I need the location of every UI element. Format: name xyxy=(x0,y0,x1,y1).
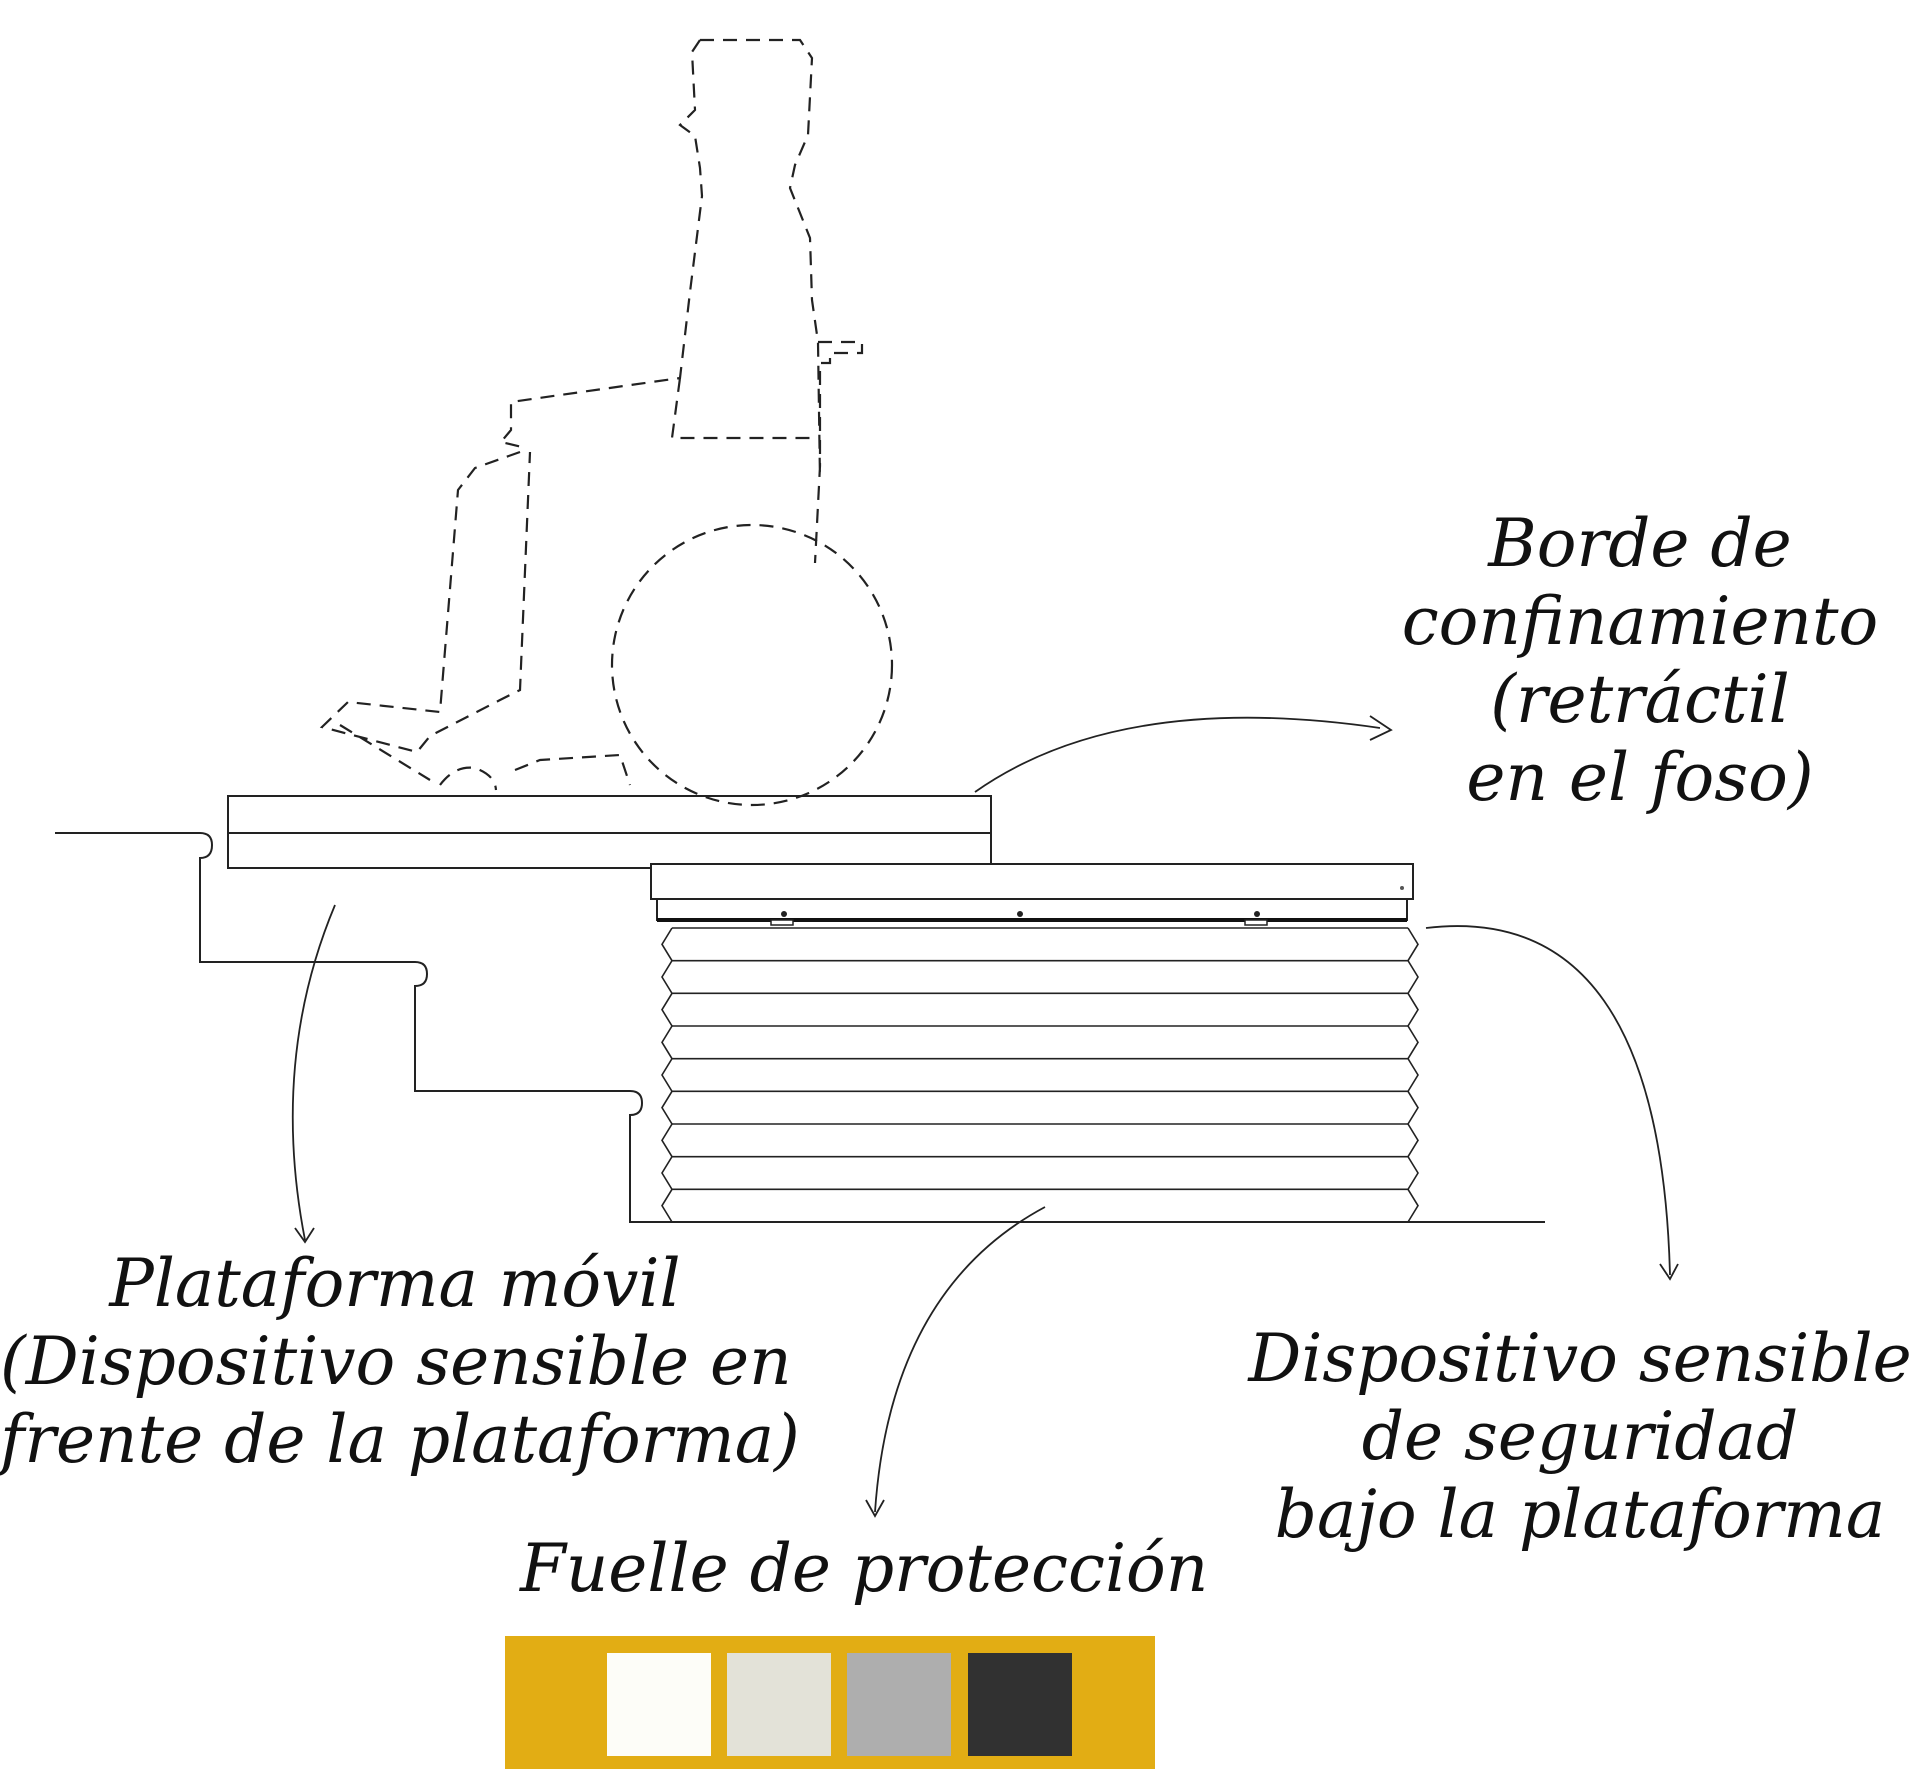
leader-bellows xyxy=(874,1206,1046,1513)
label-line: Dispositivo sensible xyxy=(1248,1320,1912,1397)
swatch-mid-grey xyxy=(847,1653,951,1756)
label-line: de seguridad xyxy=(1361,1397,1799,1475)
label-containment-edge: Borde de confinamiento (retráctil en el … xyxy=(1380,505,1900,817)
bellows-guard xyxy=(661,927,1419,1223)
moving-platform xyxy=(227,795,992,869)
bellows-left-edge xyxy=(661,927,673,1223)
label-line: en el foso) xyxy=(1466,738,1814,816)
leader-border xyxy=(974,716,1381,793)
label-line: Fuelle de protección xyxy=(520,1530,1209,1607)
arrowhead-platform xyxy=(294,1227,315,1244)
wheel xyxy=(610,523,894,807)
label-bellows: Fuelle de protección xyxy=(520,1530,1209,1608)
color-palette xyxy=(505,1636,1155,1769)
label-line: bajo la plataforma xyxy=(1274,1475,1886,1553)
label-line: Borde de xyxy=(1488,505,1792,582)
swatch-light-grey xyxy=(727,1653,831,1756)
leader-platform xyxy=(291,904,336,1241)
swatch-white xyxy=(607,1653,711,1756)
label-line: confinamiento xyxy=(1401,582,1879,660)
bellows-right-edge xyxy=(1407,927,1419,1223)
label-line: frente de la plataforma) xyxy=(0,1400,800,1478)
label-line: Plataforma móvil xyxy=(109,1245,681,1322)
arrowhead-bellows xyxy=(865,1499,885,1518)
arrowhead-sensor xyxy=(1659,1263,1679,1281)
label-safety-sensor: Dispositivo sensible de seguridad bajo l… xyxy=(1240,1320,1920,1554)
wheelchair-user xyxy=(319,38,894,807)
label-line: (Dispositivo sensible en xyxy=(0,1322,792,1400)
leader-sensor xyxy=(1425,925,1671,1276)
person-outline xyxy=(319,38,864,791)
stair-profile xyxy=(55,832,1545,1223)
leader-lines xyxy=(291,715,1679,1518)
label-line: (retráctil xyxy=(1490,660,1790,738)
arrowhead-border xyxy=(1369,715,1393,741)
footrest xyxy=(514,753,632,786)
swatch-dark-grey xyxy=(968,1653,1072,1756)
lift-platform xyxy=(650,863,1414,926)
label-moving-platform: Plataforma móvil (Dispositivo sensible e… xyxy=(0,1245,800,1479)
